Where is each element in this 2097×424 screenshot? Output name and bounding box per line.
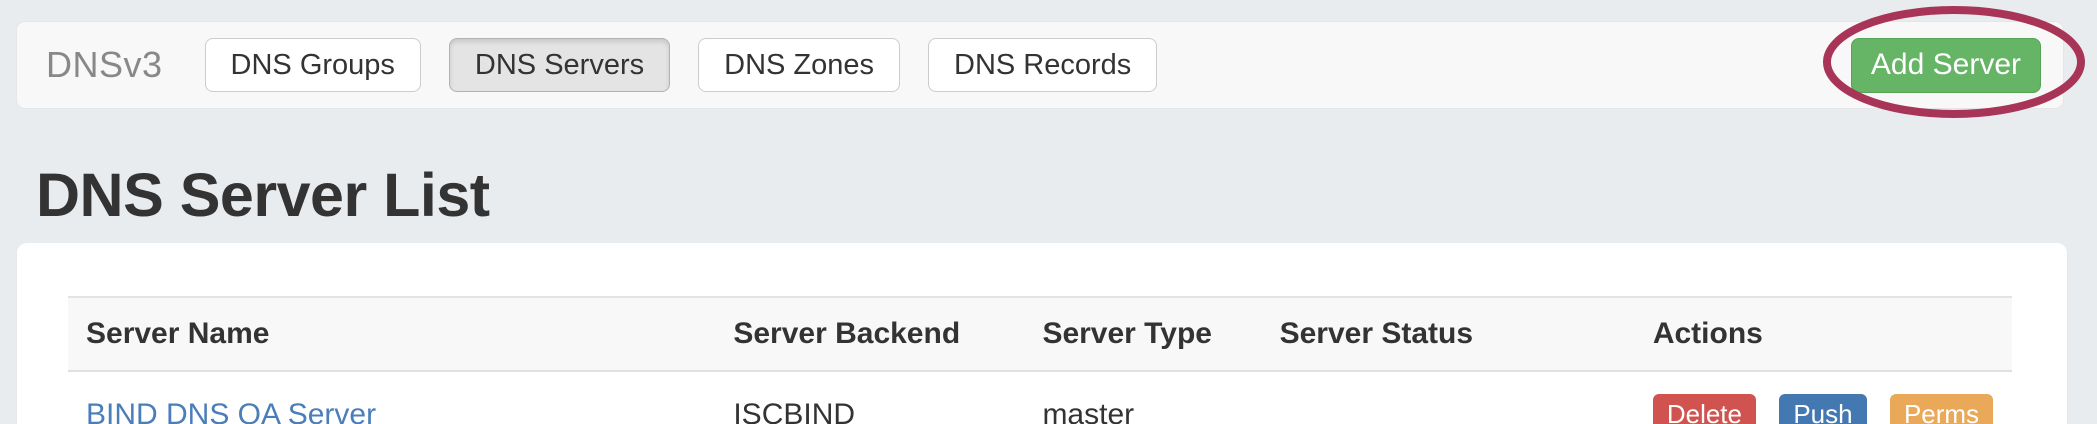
nav-dns-servers-button[interactable]: DNS Servers	[448, 38, 671, 92]
cell-server-type: master	[1042, 397, 1135, 424]
nav-dns-records-button[interactable]: DNS Records	[928, 38, 1158, 92]
server-list-card: Server Name Server Backend Server Type S…	[17, 243, 2067, 424]
server-table: Server Name Server Backend Server Type S…	[68, 296, 2012, 424]
col-header-server-type: Server Type	[1024, 296, 1262, 372]
nav-dns-zones-button[interactable]: DNS Zones	[698, 38, 901, 92]
brand-dnsv3: DNSv3	[46, 44, 163, 85]
push-button[interactable]: Push	[1779, 394, 1867, 424]
delete-button[interactable]: Delete	[1652, 394, 1756, 424]
col-header-actions: Actions	[1634, 296, 2012, 372]
table-row: BIND DNS QA Server ISCBIND master Delete…	[68, 371, 2012, 424]
nav-dns-groups-button[interactable]: DNS Groups	[204, 38, 421, 92]
cell-server-status	[1262, 371, 1635, 424]
add-server-button[interactable]: Add Server	[1850, 37, 2041, 93]
cell-server-name: BIND DNS QA Server	[68, 371, 715, 424]
nav-button-group: DNS Groups DNS Servers DNS Zones DNS Rec…	[204, 38, 1158, 92]
server-table-wrap: Server Name Server Backend Server Type S…	[17, 243, 2067, 424]
server-name-link[interactable]: BIND DNS QA Server	[86, 397, 377, 424]
perms-button[interactable]: Perms	[1889, 394, 1994, 424]
col-header-server-backend: Server Backend	[715, 296, 1025, 372]
top-navbar: DNSv3 DNS Groups DNS Servers DNS Zones D…	[16, 21, 2064, 109]
cell-actions: Delete Push Perms	[1635, 371, 2012, 424]
page-title: DNS Server List	[36, 161, 490, 229]
table-header-row: Server Name Server Backend Server Type S…	[68, 296, 2012, 372]
col-header-server-name: Server Name	[68, 296, 716, 372]
cell-server-backend: ISCBIND	[733, 397, 856, 424]
col-header-server-status: Server Status	[1261, 296, 1635, 372]
